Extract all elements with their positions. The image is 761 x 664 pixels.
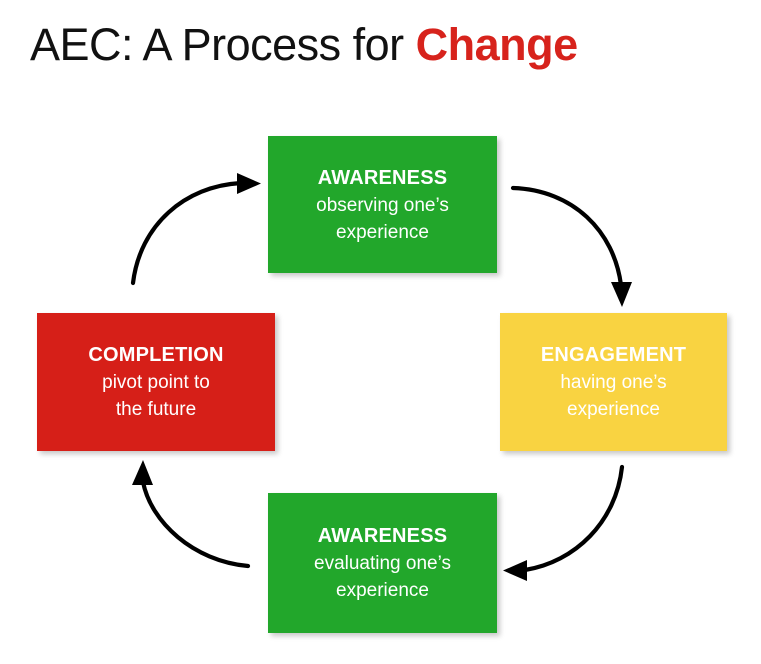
node-heading: COMPLETION — [88, 344, 224, 366]
cycle-node-awareness-bottom[interactable]: AWARENESS evaluating one’s experience — [268, 493, 497, 633]
page-title-plain: AEC: A Process for — [30, 19, 416, 70]
node-heading: AWARENESS — [317, 525, 448, 547]
node-desc-line1: evaluating one’s — [314, 553, 451, 574]
page-title: AEC: A Process for Change — [30, 18, 750, 72]
node-desc-line2: the future — [115, 399, 197, 420]
cycle-node-completion[interactable]: COMPLETION pivot point to the future — [37, 313, 275, 451]
node-desc-line1: pivot point to — [102, 372, 210, 393]
arrow-top-left-icon — [130, 173, 261, 286]
node-heading: ENGAGEMENT — [540, 344, 687, 366]
cycle-node-awareness-top[interactable]: AWARENESS observing one’s experience — [268, 136, 497, 273]
arrow-bottom-left-icon — [132, 460, 251, 569]
node-desc-line1: observing one’s — [316, 194, 449, 216]
cycle-node-engagement[interactable]: ENGAGEMENT having one’s experience — [500, 313, 727, 451]
arrow-top-right-icon — [510, 185, 632, 307]
arrow-bottom-right-icon — [503, 464, 625, 581]
node-desc-line2: experience — [336, 221, 429, 243]
node-desc-line2: experience — [336, 580, 429, 601]
node-heading: AWARENESS — [317, 166, 448, 189]
node-desc-line2: experience — [567, 399, 660, 420]
node-desc-line1: having one’s — [560, 372, 667, 393]
page-title-accent: Change — [415, 19, 579, 70]
